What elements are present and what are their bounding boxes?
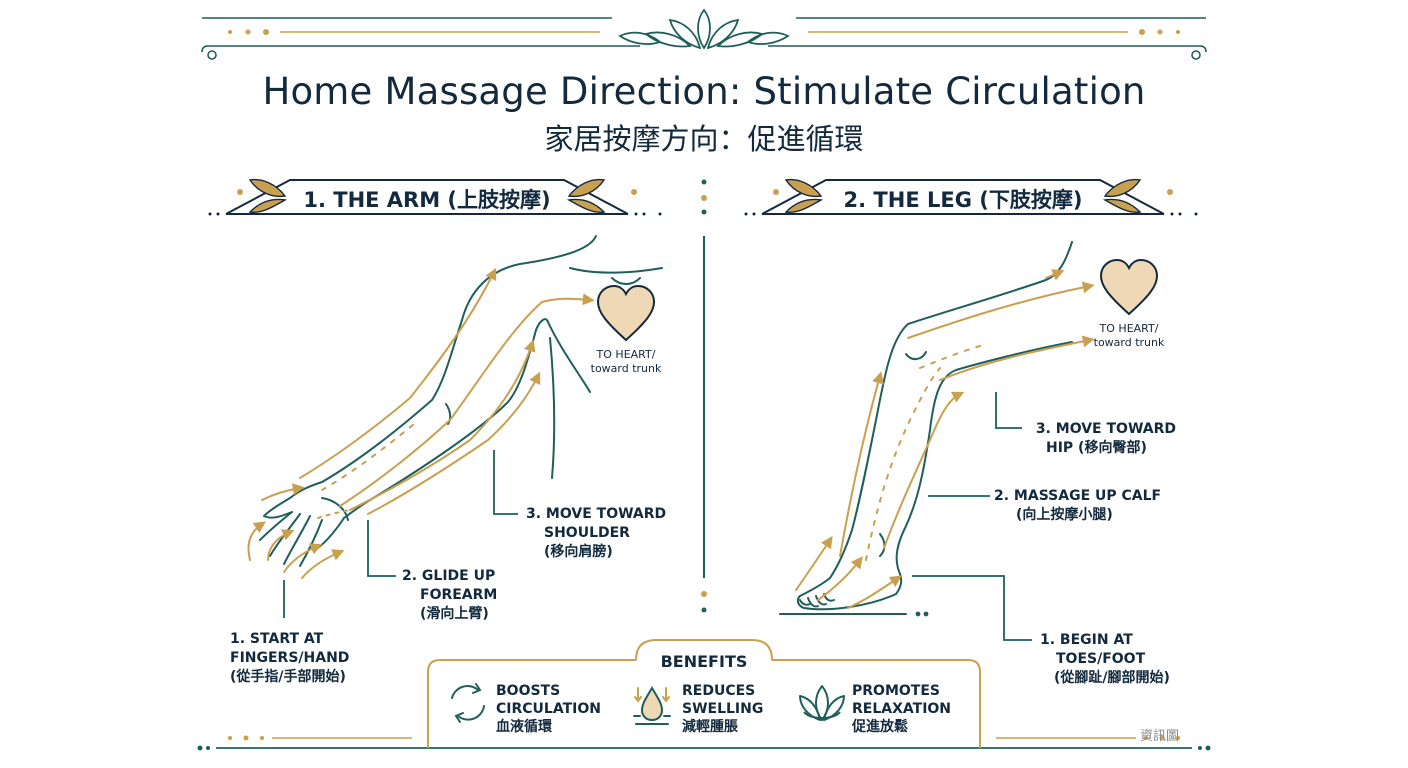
- arm-step-2-label: 2. GLIDE UP FOREARM (滑向上臂): [402, 568, 498, 622]
- arm-heart-icon: [596, 284, 656, 342]
- leg-step-2-label: 2. MASSAGE UP CALF (向上按摩小腿): [994, 488, 1162, 523]
- bottom-rules: [197, 735, 1211, 751]
- center-divider: [701, 179, 707, 613]
- benefit-swelling: REDUCES SWELLING 減輕腫脹: [682, 683, 764, 735]
- arm-step-1-label: 1. START AT FINGERS/HAND (從手指/手部開始): [230, 631, 350, 685]
- leg-leader-lines: [912, 392, 1032, 641]
- leg-heart-icon: [1099, 258, 1159, 316]
- leg-step-1-label: 1. BEGIN AT TOES/FOOT (從腳趾/腳部開始): [1040, 632, 1170, 686]
- leg-direction-arrows: [795, 269, 1095, 609]
- benefit-relaxation: PROMOTES RELAXATION 促進放鬆: [852, 683, 952, 735]
- leg-heart-label: TO HEART/ toward trunk: [1093, 322, 1165, 349]
- lotus-icon: [799, 685, 845, 721]
- arm-section-banner: 1. THE ARM (上肢按摩): [303, 188, 551, 212]
- arm-heart-label: TO HEART/ toward trunk: [590, 348, 662, 375]
- benefits-frame: [427, 639, 981, 748]
- page-title: Home Massage Direction: Stimulate Circul…: [262, 70, 1146, 113]
- arm-direction-arrows: [247, 267, 595, 579]
- circular-arrows-icon: [451, 683, 485, 723]
- arm-banner-frame: [208, 178, 662, 216]
- leg-outline: [779, 241, 1073, 617]
- benefit-circulation: BOOSTS CIRCULATION 血液循環: [496, 683, 601, 735]
- watermark: 資訊圖: [1140, 729, 1180, 744]
- benefits-title: BENEFITS: [660, 652, 748, 671]
- arm-outline: [259, 235, 663, 567]
- leg-banner-frame: [744, 178, 1198, 216]
- arm-step-3-label: 3. MOVE TOWARD SHOULDER (移向肩膀): [526, 506, 667, 560]
- leg-step-3-label: 3. MOVE TOWARD HIP (移向臀部): [1035, 421, 1176, 456]
- droplet-arrows-icon: [633, 686, 671, 725]
- arm-leader-lines: [283, 450, 518, 618]
- top-ornament: [201, 8, 1207, 60]
- page-title-chinese: 家居按摩方向：促進循環: [544, 122, 864, 156]
- leg-section-banner: 2. THE LEG (下肢按摩): [843, 188, 1083, 212]
